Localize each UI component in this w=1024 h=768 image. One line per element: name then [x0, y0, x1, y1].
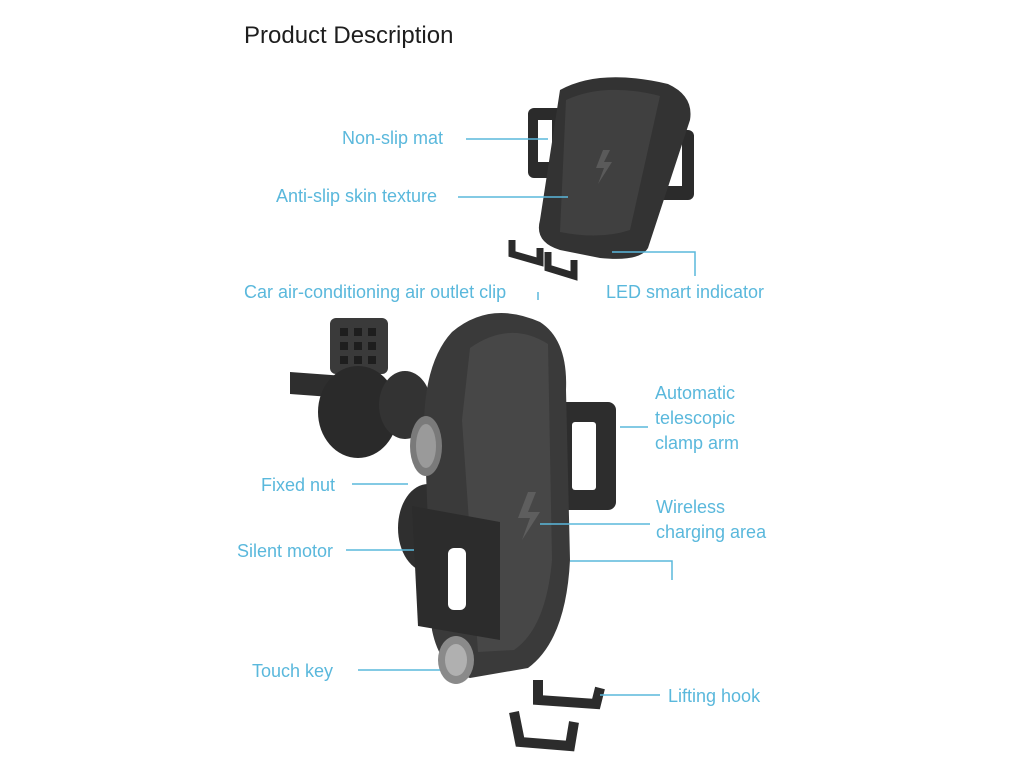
- leader-extra: [570, 560, 673, 580]
- label-fixed-nut: Fixed nut: [261, 475, 336, 495]
- page-title: Product Description: [244, 22, 454, 49]
- leader-lines: [346, 138, 696, 696]
- top-lightning-icon: [596, 150, 612, 184]
- lower-plate-slot: [448, 548, 466, 610]
- main-lightning-icon: [518, 492, 540, 540]
- label-clamp-arm-line1: Automatic: [655, 383, 736, 403]
- top-left-arm-slot: [538, 120, 552, 162]
- hook-lower: [509, 711, 579, 752]
- holder-main-view: [290, 313, 616, 752]
- right-clamp-slot: [572, 422, 596, 490]
- ball-joint: [318, 366, 398, 458]
- label-silent-motor: Silent motor: [237, 541, 334, 561]
- leader-led: [612, 251, 696, 276]
- label-air-outlet-clip: Car air-conditioning air outlet clip: [244, 282, 507, 302]
- top-hook-right: [544, 252, 578, 281]
- label-wireless-line2: charging area: [656, 522, 767, 542]
- label-lifting-hook: Lifting hook: [668, 686, 761, 706]
- label-touch-key: Touch key: [252, 661, 334, 681]
- label-anti-slip-skin: Anti-slip skin texture: [276, 186, 438, 206]
- label-led-indicator: LED smart indicator: [606, 282, 765, 302]
- label-clamp-arm-line3: clamp arm: [655, 433, 740, 453]
- holder-top-view: [508, 77, 694, 281]
- label-non-slip-mat: Non-slip mat: [342, 128, 444, 148]
- hook-upper: [533, 680, 605, 710]
- top-hook-left: [508, 240, 544, 267]
- label-clamp-arm-line2: telescopic: [655, 408, 736, 428]
- label-wireless-line1: Wireless: [656, 497, 726, 517]
